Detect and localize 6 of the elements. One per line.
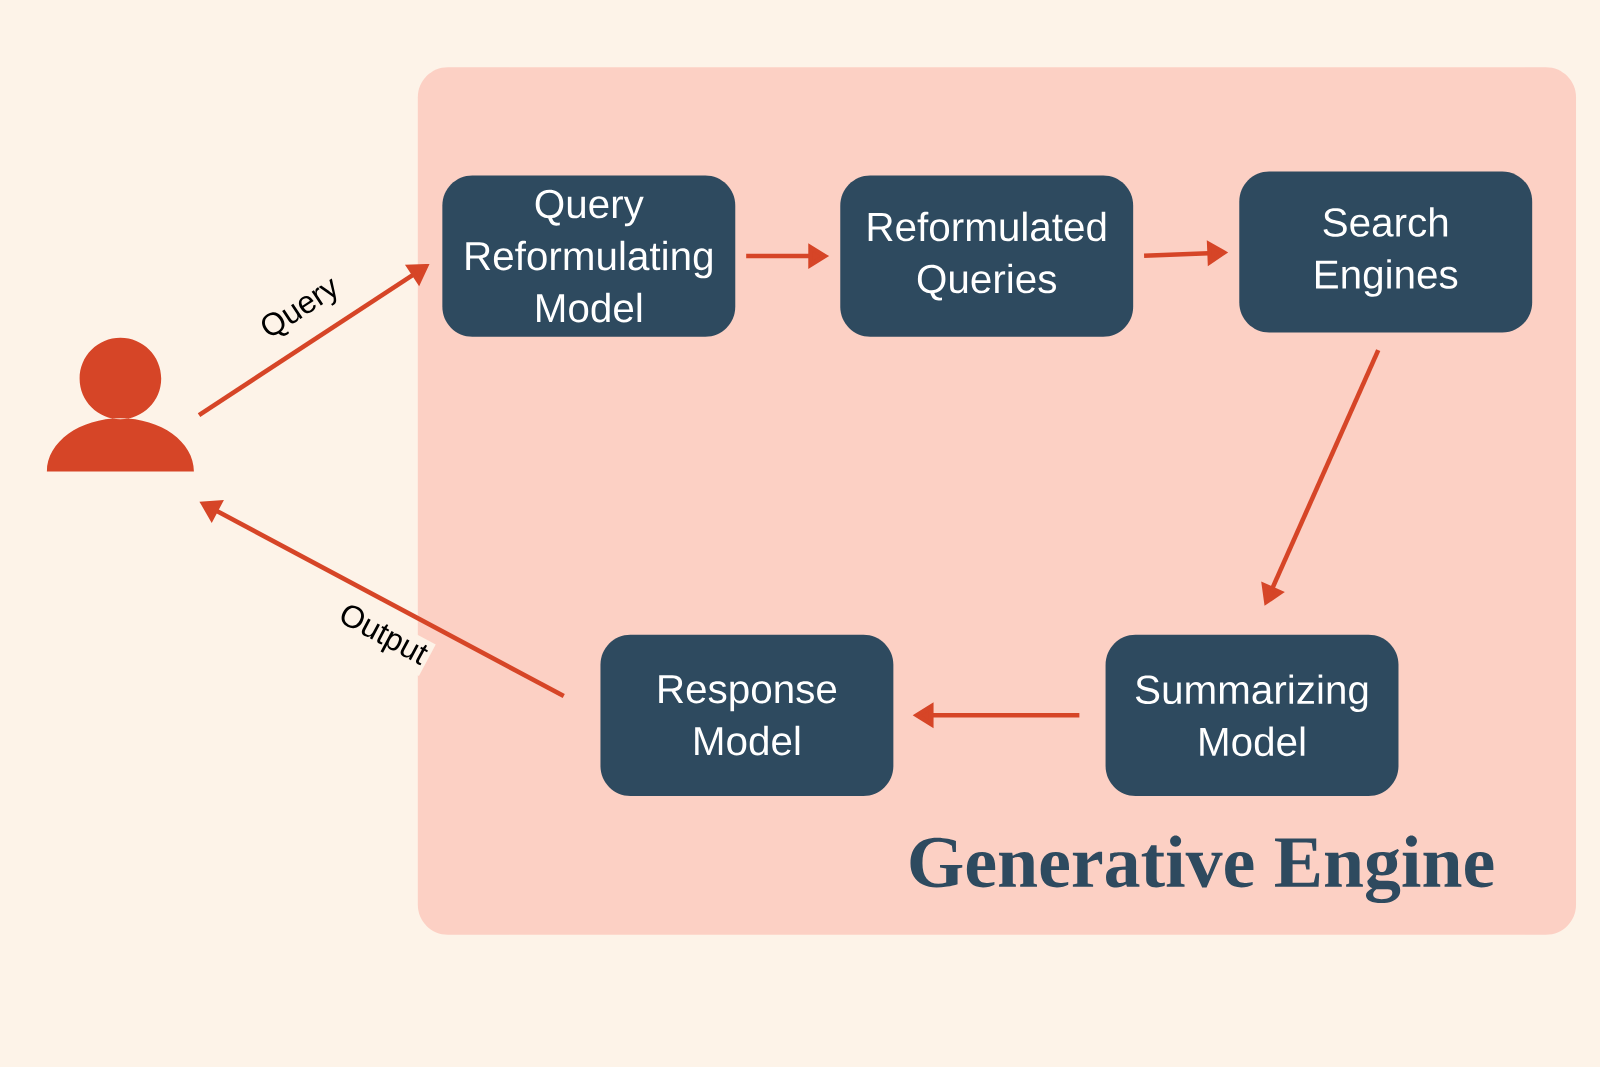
process-box: Query Reformulating Model bbox=[442, 175, 736, 337]
process-box: Summarizing Model bbox=[1105, 634, 1399, 796]
process-box: Response Model bbox=[600, 634, 894, 796]
process-box: Reformulated Queries bbox=[840, 175, 1134, 337]
person-icon bbox=[46, 337, 194, 472]
process-box: Search Engines bbox=[1239, 171, 1533, 333]
